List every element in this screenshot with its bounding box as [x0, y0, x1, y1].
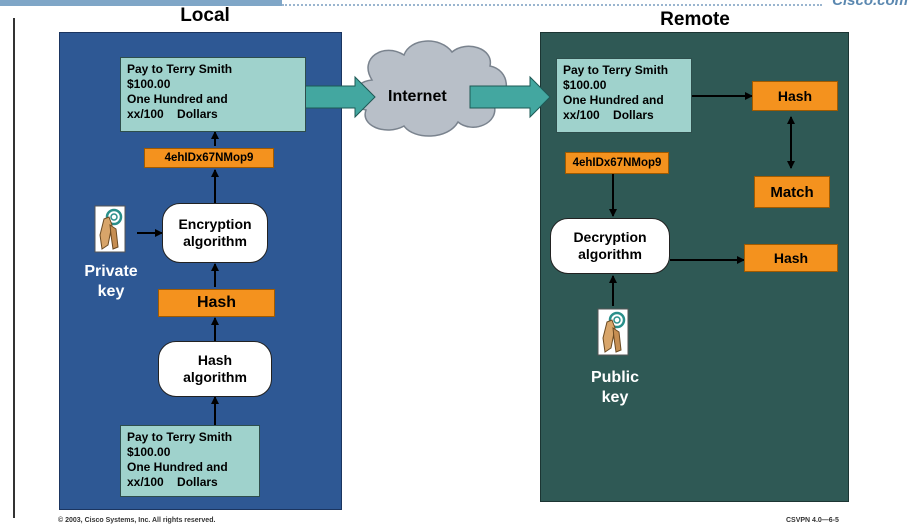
- decryption-line: Decryption: [573, 229, 647, 245]
- public-key-line: Public: [590, 369, 639, 386]
- internet-label: Internet: [388, 88, 447, 105]
- private-key-icon: [94, 205, 126, 253]
- arrow-to-remote: [469, 75, 551, 119]
- hash-algorithm-line: Hash: [197, 352, 233, 368]
- encryption-algorithm: Encryption algorithm: [162, 203, 268, 263]
- top-rule: [0, 0, 912, 8]
- arrow-to-internet: [304, 75, 376, 119]
- public-key-icon: [597, 308, 629, 356]
- local-message-bottom-line: $100.00: [127, 445, 171, 459]
- copyright: © 2003, Cisco Systems, Inc. All rights r…: [58, 517, 216, 524]
- brand-logo: Cisco.com: [832, 0, 908, 9]
- encryption-line: algorithm: [183, 233, 247, 249]
- local-message-bottom-line: xx/100 Dollars: [127, 475, 218, 489]
- remote-hash-top: Hash: [752, 81, 838, 111]
- local-title: Local: [180, 5, 230, 26]
- match-box: Match: [754, 176, 830, 208]
- local-message-bottom: Pay to Terry Smith $100.00 One Hundred a…: [120, 425, 260, 497]
- private-key-label: Private key: [76, 262, 146, 302]
- hash-algorithm-line: algorithm: [183, 369, 247, 385]
- private-key-line: Private: [84, 263, 138, 280]
- local-message-top-line: Pay to Terry Smith: [127, 62, 233, 76]
- encryption-line: Encryption: [178, 216, 252, 232]
- local-message-top-line: $100.00: [127, 77, 171, 91]
- remote-message-line: One Hundred and: [563, 93, 664, 107]
- local-message-top: Pay to Terry Smith $100.00 One Hundred a…: [120, 57, 306, 132]
- course-code: CSVPN 4.0—6-5: [786, 517, 839, 524]
- public-key-label: Public key: [580, 368, 650, 408]
- public-key-line: key: [601, 389, 629, 406]
- remote-message-line: Pay to Terry Smith: [563, 63, 669, 77]
- remote-message-line: $100.00: [563, 78, 607, 92]
- remote-message-line: xx/100 Dollars: [563, 108, 654, 122]
- left-rule: [13, 18, 15, 518]
- decryption-line: algorithm: [578, 246, 642, 262]
- local-message-top-line: One Hundred and: [127, 92, 228, 106]
- remote-message: Pay to Terry Smith $100.00 One Hundred a…: [556, 58, 692, 133]
- decryption-algorithm: Decryption algorithm: [550, 218, 670, 274]
- remote-signature: 4ehIDx67NMop9: [565, 152, 669, 174]
- local-message-top-line: xx/100 Dollars: [127, 107, 218, 121]
- remote-title: Remote: [660, 9, 730, 30]
- local-signature: 4ehIDx67NMop9: [144, 148, 274, 168]
- local-message-bottom-line: One Hundred and: [127, 460, 228, 474]
- local-hash: Hash: [158, 289, 275, 317]
- private-key-line: key: [97, 283, 125, 300]
- remote-hash-bottom: Hash: [744, 244, 838, 272]
- local-message-bottom-line: Pay to Terry Smith: [127, 430, 233, 444]
- hash-algorithm: Hash algorithm: [158, 341, 272, 397]
